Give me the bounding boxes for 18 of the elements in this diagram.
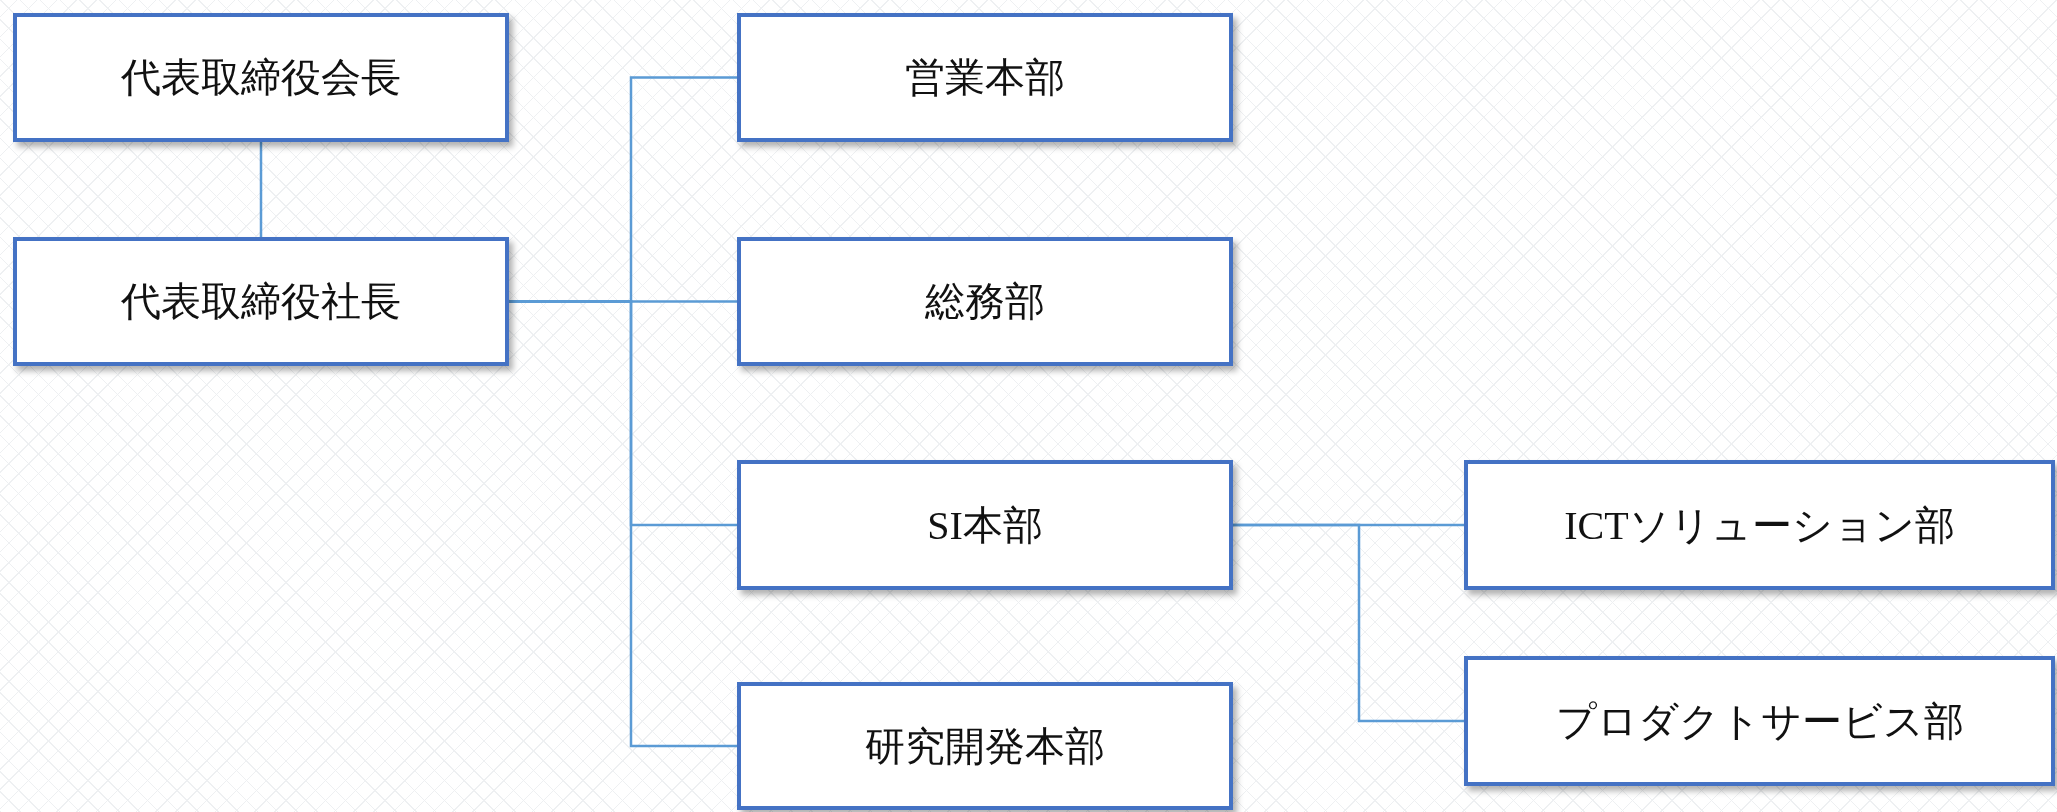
unit-name: 研究開発本部 <box>865 722 1105 771</box>
unit-name: 代表取締役社長 <box>121 278 401 326</box>
org-unit-box <box>1464 460 2055 590</box>
connector-line <box>259 142 263 237</box>
org-unit-box <box>737 237 1233 366</box>
unit-name: 代表取締役会長 <box>121 54 401 102</box>
unit-name: 営業本部 <box>905 54 1065 102</box>
org-unit-box <box>13 13 509 142</box>
org-unit-box <box>737 13 1233 142</box>
unit-name: プロダクトサービス部 <box>1555 697 1964 746</box>
org-unit-box <box>1464 656 2055 786</box>
org-unit-box <box>13 237 509 366</box>
unit-name: 総務部 <box>925 278 1045 326</box>
connector-line <box>1233 523 1464 723</box>
unit-name: SI本部 <box>927 501 1043 550</box>
unit-name: ICTソリューション部 <box>1564 501 1955 550</box>
org-unit-box <box>737 460 1233 590</box>
org-unit-box <box>737 682 1233 810</box>
